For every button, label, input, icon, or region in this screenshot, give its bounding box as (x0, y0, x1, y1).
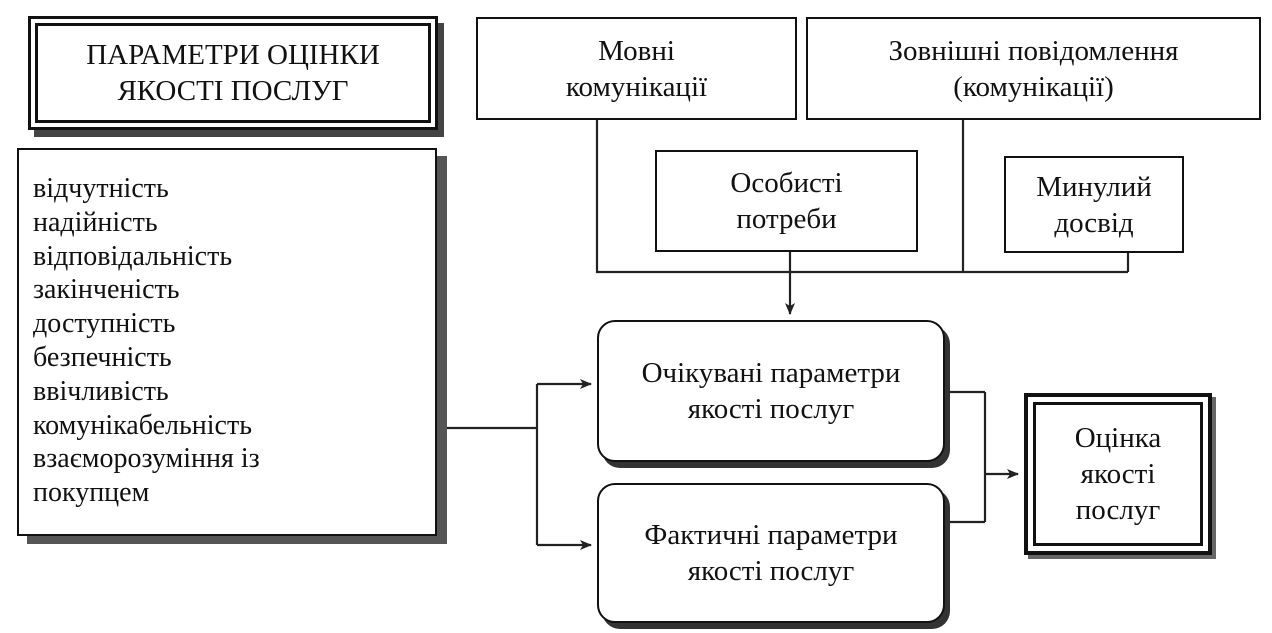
actual-params-line-1: Фактичні параметри (644, 519, 898, 551)
expected-params-line-1: Очікувані параметри (641, 357, 901, 389)
past-experience-line-2: досвід (1054, 206, 1134, 239)
actual-params-line-2: якості послуг (687, 555, 855, 587)
language-comms-line-1: Мовні (598, 34, 675, 67)
parameter-item: відчутність (33, 173, 169, 204)
personal-needs-line-2: потреби (736, 203, 837, 235)
connector-language (595, 120, 1128, 274)
expected-parameters-box: Очікувані параметри якості послуг (597, 320, 945, 462)
parameter-item: безпечність (33, 341, 172, 373)
assessment-line-2: якості (1080, 458, 1156, 490)
parameter-item: відповідальність (33, 240, 233, 272)
language-communications-box: Мовні комунікації (476, 17, 797, 120)
quality-parameters-title-box: ПАРАМЕТРИ ОЦІНКИ ЯКОСТІ ПОСЛУГ (28, 16, 438, 130)
external-messages-line-1: Зовнішні повідомлення (888, 34, 1179, 67)
title-line-1: ПАРАМЕТРИ ОЦІНКИ (86, 39, 380, 71)
expected-params-line-2: якості послуг (687, 393, 855, 425)
personal-needs-box: Особисті потреби (655, 150, 918, 252)
quality-assessment-box: Оцінка якості послуг (1024, 393, 1212, 555)
parameter-item: комунікабельність (33, 409, 252, 441)
external-messages-line-2: (комунікації) (953, 70, 1114, 103)
parameter-item: закінченість (33, 274, 180, 306)
title-line-2: ЯКОСТІ ПОСЛУГ (117, 75, 349, 107)
assessment-line-1: Оцінка (1074, 422, 1162, 454)
external-messages-box: Зовнішні повідомлення (комунікації) (806, 17, 1261, 120)
parameter-item: покупцем (33, 477, 150, 509)
past-experience-line-1: Минулий (1036, 170, 1152, 203)
parameter-item: ввічливість (33, 375, 169, 407)
parameter-item: взаєморозуміння із (33, 443, 260, 475)
parameters-list-box: відчутність надійність відповідальність … (17, 148, 437, 536)
actual-parameters-box: Фактичні параметри якості послуг (597, 483, 945, 623)
parameter-item: доступність (33, 308, 176, 340)
personal-needs-line-1: Особисті (730, 167, 843, 199)
language-comms-line-2: комунікації (565, 70, 708, 103)
assessment-line-3: послуг (1075, 494, 1161, 526)
past-experience-box: Минулий досвід (1004, 156, 1184, 253)
parameter-item: надійність (33, 206, 158, 238)
